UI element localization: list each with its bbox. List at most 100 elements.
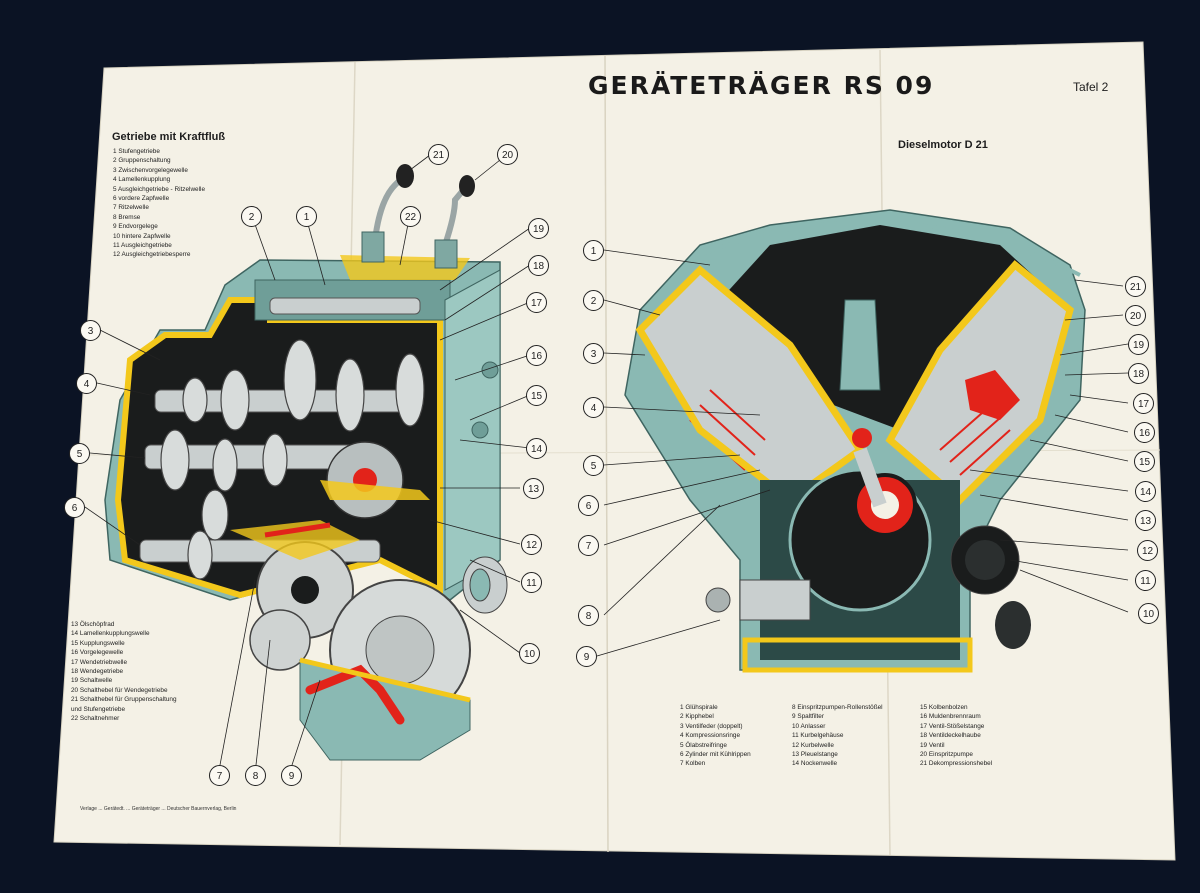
callout-5: 5	[583, 455, 604, 476]
callout-12: 12	[521, 534, 542, 555]
callout-1: 1	[583, 240, 604, 261]
legend-item: 13 Ölschöpfrad	[71, 621, 115, 628]
legend-item: 18 Ventildeckelhaube	[920, 732, 981, 740]
gearbox-illustration	[104, 164, 508, 761]
legend-item: 9 Spaltfilter	[792, 713, 824, 721]
plate-number: Tafel 2	[1073, 80, 1109, 94]
legend-item: 12 Kurbelwelle	[792, 741, 834, 749]
legend-item: 2 Gruppenschaltung	[113, 157, 171, 165]
legend-item: 10 hintere Zapfwelle	[113, 232, 171, 240]
callout-15: 15	[1134, 451, 1155, 472]
callout-16: 16	[1134, 422, 1155, 443]
legend-item: 5 Ausgleichgetriebe - Ritzelwelle	[113, 185, 206, 193]
callout-9: 9	[576, 646, 597, 667]
legend-item: und Stufengetriebe	[71, 705, 126, 713]
callout-11: 11	[521, 572, 542, 593]
legend-item: 6 Zylinder mit Kühlrippen	[680, 751, 751, 759]
callout-10: 10	[1138, 603, 1159, 624]
poster-title: GERÄTETRÄGER RS 09	[588, 71, 935, 100]
callout-8: 8	[578, 605, 599, 626]
callout-10: 10	[519, 643, 540, 664]
legend-item: 10 Anlasser	[792, 722, 826, 730]
legend-item: 4 Lamellenkupplung	[113, 176, 171, 184]
legend-item: 9 Endvorgelege	[113, 223, 158, 231]
callout-3: 3	[80, 320, 101, 341]
legend-item: 11 Ausgleichgetriebe	[113, 242, 172, 250]
engine-heading: Dieselmotor D 21	[898, 139, 988, 151]
callout-20: 20	[497, 144, 518, 165]
legend-item: 14 Lamellenkupplungswelle	[71, 630, 150, 638]
legend-item: 1 Stufengetriebe	[113, 148, 160, 155]
callout-9: 9	[281, 765, 302, 786]
callout-5: 5	[69, 443, 90, 464]
callout-21: 21	[428, 144, 449, 165]
legend-item: 17 Wendetriebwelle	[71, 658, 128, 666]
legend-item: 7 Ritzelwelle	[113, 204, 149, 212]
legend-item: 5 Ölabstreifringe	[680, 741, 727, 749]
legend-item: 22 Schaltnehmer	[71, 715, 120, 723]
legend-item: 19 Schaltwelle	[71, 677, 113, 685]
publisher-footer: Verlage ... Gerätedt. ... Geräteträger .…	[80, 806, 237, 812]
engine-legend-col2: 8 Einspritzpumpen-Rollenstößel 9 Spaltfil…	[792, 703, 883, 769]
callout-21: 21	[1125, 276, 1146, 297]
legend-item: 12 Ausgleichgetriebesperre	[113, 251, 191, 259]
legend-item: 8 Bremse	[113, 213, 141, 221]
callout-18: 18	[1128, 363, 1149, 384]
legend-item: 11 Kurbelgehäuse	[792, 732, 844, 740]
callout-12: 12	[1137, 540, 1158, 561]
callout-8: 8	[245, 765, 266, 786]
legend-item: 15 Kupplungswelle	[71, 639, 125, 647]
callout-11: 11	[1135, 570, 1156, 591]
legend-item: 2 Kipphebel	[680, 713, 714, 721]
callout-7: 7	[578, 535, 599, 556]
legend-item: 20 Einspritzpumpe	[920, 751, 973, 759]
gearbox-heading: Getriebe mit Kraftfluß	[112, 131, 226, 143]
legend-item: 15 Kolbenbolzen	[920, 704, 968, 711]
legend-item: 17 Ventil-Stößelstange	[920, 722, 985, 730]
legend-item: 3 Zwischenvorgelegewelle	[113, 166, 188, 174]
callout-17: 17	[526, 292, 547, 313]
callout-6: 6	[578, 495, 599, 516]
legend-item: 4 Kompressionsringe	[680, 732, 741, 740]
legend-item: 21 Schalthebel für Gruppenschaltung	[71, 696, 177, 704]
callout-19: 19	[1128, 334, 1149, 355]
legend-item: 20 Schalthebel für Wendegetriebe	[71, 686, 168, 694]
legend-item: 14 Nockenwelle	[792, 760, 838, 768]
callout-15: 15	[526, 385, 547, 406]
legend-item: 16 Vorgelegewelle	[71, 649, 124, 657]
legend-item: 6 vordere Zapfwelle	[113, 195, 170, 203]
callout-14: 14	[526, 438, 547, 459]
legend-item: 3 Ventilfeder (doppelt)	[680, 722, 743, 730]
legend-item: 16 Muldenbrennraum	[920, 713, 981, 721]
legend-item: 21 Dekompressionshebel	[920, 760, 993, 768]
callout-19: 19	[528, 218, 549, 239]
callout-4: 4	[583, 397, 604, 418]
legend-item: 7 Kolben	[680, 760, 706, 768]
callout-20: 20	[1125, 305, 1146, 326]
legend-item: 8 Einspritzpumpen-Rollenstößel	[792, 704, 883, 711]
callout-2: 2	[583, 290, 604, 311]
callout-22: 22	[400, 206, 421, 227]
callout-17: 17	[1133, 393, 1154, 414]
callout-16: 16	[526, 345, 547, 366]
callout-13: 13	[523, 478, 544, 499]
engine-leader-lines	[596, 249, 1129, 657]
callout-2: 2	[241, 206, 262, 227]
gearbox-leader-lines	[84, 154, 531, 766]
legend-item: 19 Ventil	[920, 741, 945, 749]
callout-4: 4	[76, 373, 97, 394]
callout-18: 18	[528, 255, 549, 276]
callout-1: 1	[296, 206, 317, 227]
legend-item: 18 Wendegetriebe	[71, 668, 124, 676]
legend-item: 1 Glühspirale	[680, 704, 718, 711]
callout-3: 3	[583, 343, 604, 364]
callout-6: 6	[64, 497, 85, 518]
engine-illustration	[624, 209, 1086, 673]
callout-13: 13	[1135, 510, 1156, 531]
callout-14: 14	[1135, 481, 1156, 502]
